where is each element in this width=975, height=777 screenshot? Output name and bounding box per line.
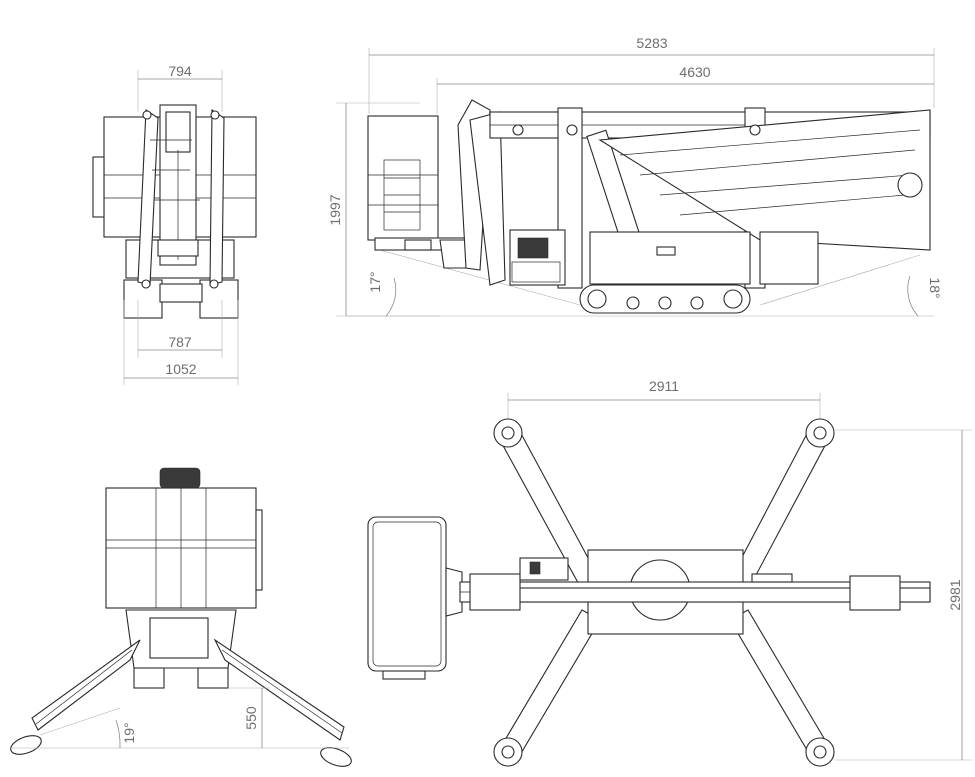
dim-rear-ground-clearance: 550 <box>243 706 259 730</box>
dim-side-front-angle: 17° <box>367 271 383 292</box>
dim-side-overall-length: 5283 <box>636 35 667 51</box>
dim-front-top-width: 794 <box>168 63 192 79</box>
rear-view: 19° 550 <box>10 467 352 767</box>
dim-front-track-outer: 1052 <box>165 361 196 377</box>
dim-front-track-inner: 787 <box>168 334 192 350</box>
side-view: 5283 4630 1997 17° 18° <box>327 35 943 317</box>
front-view: 794 787 1052 <box>92 63 257 385</box>
dim-side-rear-angle: 18° <box>927 277 943 298</box>
dim-plan-outrigger-span: 2911 <box>649 378 679 394</box>
dim-plan-outrigger-width: 2981 <box>947 579 963 610</box>
dim-side-height: 1997 <box>327 194 343 225</box>
plan-view: 2911 2981 <box>367 378 972 767</box>
dim-side-transport-length: 4630 <box>679 64 710 80</box>
dim-rear-angle: 19° <box>121 722 137 743</box>
